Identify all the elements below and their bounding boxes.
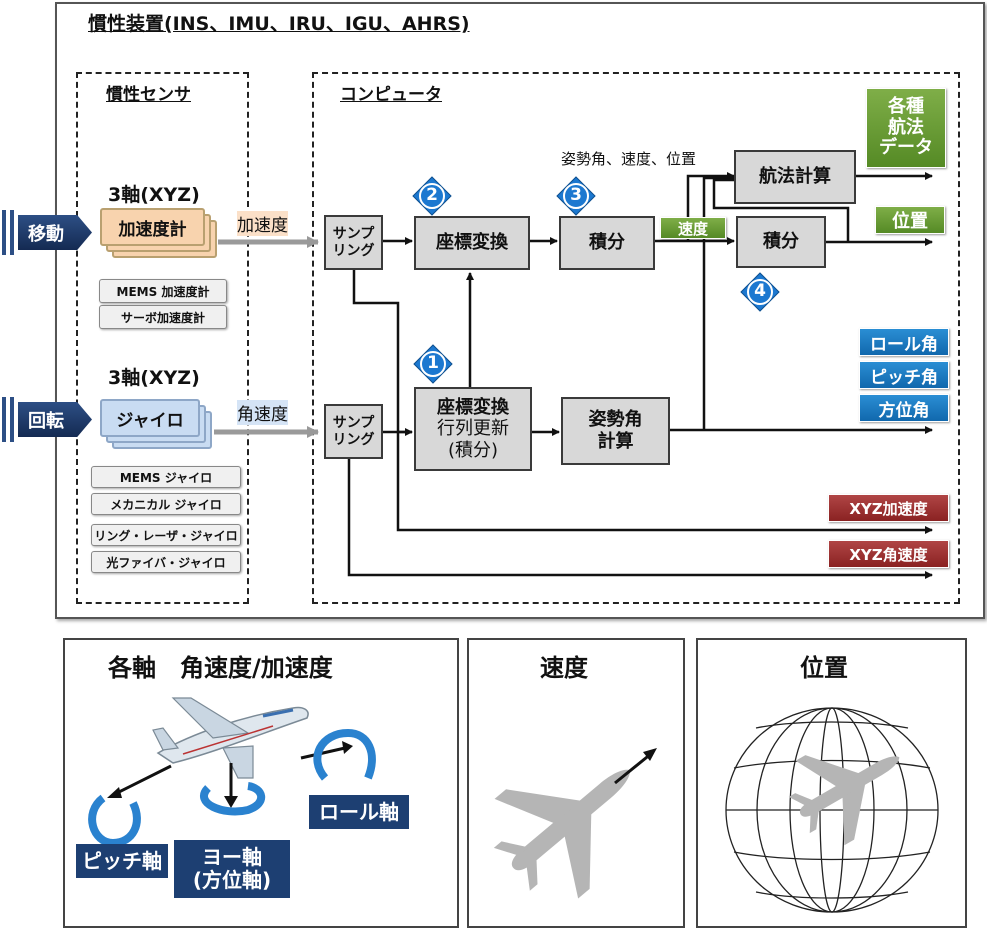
integration-box-1: 積分 — [559, 216, 655, 270]
airplane-silhouette-icon — [493, 769, 630, 899]
roll-angle-output: ロール角 — [859, 328, 949, 356]
gyro-type-fiber-optic: 光ファイバ・ジャイロ — [91, 551, 241, 573]
position-output: 位置 — [875, 206, 945, 234]
airplane-silhouette-icon — [788, 755, 900, 846]
globe-illustration — [725, 707, 939, 913]
position-panel-title: 位置 — [800, 654, 848, 682]
accel-axes-label: 3軸(XYZ) — [108, 184, 200, 206]
airplane-icon — [152, 697, 309, 779]
axes-panel-title: 各軸 角速度/加速度 — [108, 654, 333, 682]
roll-axis-label: ロール軸 — [309, 795, 409, 829]
integration-box-2: 積分 — [736, 216, 826, 268]
navigation-calc-box: 航法計算 — [734, 150, 856, 204]
position-feedback-line — [712, 178, 850, 241]
coord-matrix-sub: 行列更新 (積分) — [437, 418, 509, 461]
velocity-panel — [467, 638, 685, 928]
pitch-rotation-icon — [88, 794, 141, 848]
coordinate-transform-box: 座標変換 — [414, 216, 530, 270]
step-1-marker: 1 — [413, 344, 453, 384]
coord-matrix-update-box: 座標変換 行列更新 (積分) — [414, 387, 532, 471]
step-4-marker: 4 — [740, 272, 780, 312]
yaw-rotation-icon — [200, 782, 266, 816]
move-input: 移動 — [18, 215, 92, 250]
gyro-type-mechanical: メカニカル ジャイロ — [91, 493, 241, 515]
move-input-bars — [2, 210, 14, 255]
computer-region — [312, 72, 960, 604]
globe-icon — [725, 707, 939, 913]
inertial-sensor-region — [76, 72, 249, 604]
nav-data-output: 各種 航法 データ — [866, 88, 946, 168]
diagram-title: 慣性装置(INS、IMU、IRU、IGU、AHRS) — [88, 13, 470, 35]
position-panel — [696, 638, 967, 928]
step-4-number: 4 — [754, 281, 766, 301]
gyro-type-ring-laser: リング・レーザ・ジャイロ — [91, 524, 241, 546]
gyro-axes-label: 3軸(XYZ) — [108, 367, 200, 389]
axes-panel — [63, 638, 459, 928]
velocity-panel-title: 速度 — [540, 654, 588, 682]
accelerometer-card: 加速度計 — [100, 208, 205, 246]
step-3-number: 3 — [570, 185, 582, 205]
state-output-label: 姿勢角、速度、位置 — [561, 150, 697, 168]
angvel-signal-label: 角速度 — [237, 400, 288, 425]
airplane-axes-illustration — [88, 697, 376, 848]
xyz-angvel-output: XYZ角速度 — [828, 540, 949, 568]
computer-title: コンピュータ — [340, 85, 442, 105]
velocity-illustration — [493, 748, 657, 899]
accel-type-mems: MEMS 加速度計 — [99, 279, 227, 303]
gyro-type-mems: MEMS ジャイロ — [91, 466, 241, 488]
rotate-input-bars — [2, 397, 14, 442]
nav-feed-line-2 — [702, 176, 734, 192]
step-1-number: 1 — [427, 353, 439, 373]
step-3-marker: 3 — [556, 176, 596, 216]
inertial-sensor-title: 慣性センサ — [106, 85, 191, 105]
pitch-axis-arrow — [114, 764, 172, 796]
coord-matrix-title: 座標変換 — [437, 396, 509, 418]
yaw-axis-label: ヨー軸 (方位軸) — [174, 840, 290, 898]
xyz-accel-output: XYZ加速度 — [828, 494, 949, 522]
pitch-axis-label: ピッチ軸 — [76, 844, 168, 878]
xyz-accel-arrow — [396, 432, 933, 534]
xyz-angvel-arrow — [347, 458, 933, 579]
pitch-angle-output: ピッチ角 — [859, 361, 949, 389]
velocity-vector-arrow — [614, 751, 653, 785]
accel-type-servo: サーボ加速度計 — [99, 305, 227, 329]
sampling-box-gyro: サンプ リング — [324, 404, 383, 459]
velocity-tag: 速度 — [660, 217, 726, 239]
gyroscope-card: ジャイロ — [100, 399, 200, 437]
roll-axis-arrow — [300, 746, 346, 760]
sampling-box-accel: サンプ リング — [324, 215, 383, 270]
step-2-number: 2 — [426, 185, 438, 205]
rotate-input: 回転 — [18, 402, 92, 437]
heading-angle-output: 方位角 — [859, 394, 949, 422]
accel-signal-label: 加速度 — [237, 211, 288, 236]
step-2-marker: 2 — [412, 176, 452, 216]
attitude-calc-box: 姿勢角 計算 — [561, 397, 670, 465]
roll-rotation-icon — [313, 728, 376, 781]
